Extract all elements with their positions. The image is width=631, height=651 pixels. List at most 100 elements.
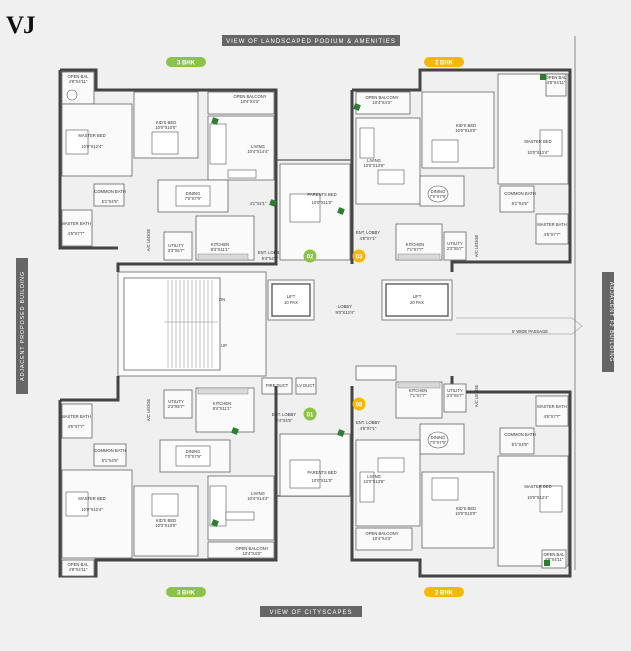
bottom-banner-text: VIEW OF CITYSCAPES	[269, 610, 352, 616]
svg-text:10'4"X4'3": 10'4"X4'3"	[372, 100, 392, 105]
svg-text:DINING: DINING	[186, 191, 201, 196]
svg-text:10'0"X11'0": 10'0"X11'0"	[311, 478, 333, 483]
svg-text:10'0"X10'0": 10'0"X10'0"	[455, 511, 477, 516]
svg-text:UTILITY: UTILITY	[447, 241, 463, 246]
badge-2bhk-bottom	[424, 587, 464, 597]
svg-text:KITCHEN: KITCHEN	[211, 242, 229, 247]
svg-text:OPEN BAL: OPEN BAL	[68, 562, 90, 567]
svg-text:10'0"X10'0": 10'0"X10'0"	[155, 523, 177, 528]
svg-text:COMMON BATH: COMMON BATH	[94, 189, 126, 194]
svg-text:PARENTS BED: PARENTS BED	[307, 470, 336, 475]
svg-text:UTILITY: UTILITY	[168, 399, 184, 404]
svg-text:OPEN BALCONY: OPEN BALCONY	[365, 95, 398, 100]
logo: VJ	[6, 12, 36, 39]
svg-text:02: 02	[307, 255, 314, 261]
svg-text:ENT. LOBBY: ENT. LOBBY	[258, 250, 282, 255]
svg-text:LV DUCT: LV DUCT	[297, 383, 315, 388]
svg-text:LIVING: LIVING	[367, 158, 381, 163]
svg-text:4'8"X4'11": 4'8"X4'11"	[547, 80, 566, 85]
svg-text:5'1"X4'5": 5'1"X4'5"	[512, 201, 529, 206]
svg-text:PARENTS BED: PARENTS BED	[307, 192, 336, 197]
svg-text:KID'S BED: KID'S BED	[156, 518, 176, 523]
svg-text:MASTER BED: MASTER BED	[524, 484, 551, 489]
svg-text:UTILITY: UTILITY	[447, 388, 463, 393]
top-banner-text: VIEW OF LANDSCAPED PODIUM & AMENITIES	[226, 39, 396, 45]
svg-text:4'5"X7'7": 4'5"X7'7"	[544, 414, 561, 419]
svg-text:A/C LEDGE: A/C LEDGE	[146, 399, 151, 422]
svg-text:10'0"X12'4": 10'0"X12'4"	[527, 150, 549, 155]
svg-text:7'0"X7'9": 7'0"X7'9"	[430, 440, 447, 445]
svg-text:KITCHEN: KITCHEN	[409, 388, 427, 393]
svg-text:LIVING: LIVING	[251, 144, 265, 149]
svg-text:10'4"X14'4": 10'4"X14'4"	[247, 149, 269, 154]
svg-text:3'3"X5'7": 3'3"X5'7"	[447, 393, 464, 398]
svg-text:LIVING: LIVING	[251, 491, 265, 496]
svg-text:3 BHK: 3 BHK	[177, 591, 196, 597]
svg-text:4'5"X7'7": 4'5"X7'7"	[68, 424, 85, 429]
svg-text:3'3"X5'7": 3'3"X5'7"	[168, 248, 185, 253]
badge-2bhk-top	[424, 57, 464, 67]
svg-text:COMMON BATH: COMMON BATH	[504, 432, 536, 437]
svg-text:OPEN BALCONY: OPEN BALCONY	[365, 531, 398, 536]
svg-text:9'0"X13'4": 9'0"X13'4"	[335, 310, 355, 315]
svg-text:UTILITY: UTILITY	[168, 243, 184, 248]
unit-2bhk-bottom-right: KITCHEN 7'1"X7'7" UTILITY 3'3"X5'7" A/C …	[355, 365, 569, 569]
svg-text:MASTER BATH: MASTER BATH	[537, 404, 566, 409]
svg-text:UP: UP	[221, 343, 227, 348]
svg-text:4'1"X2'1": 4'1"X2'1"	[250, 201, 267, 206]
svg-text:5'1"X4'5": 5'1"X4'5"	[102, 458, 119, 463]
svg-text:10'0"X13'8": 10'0"X13'8"	[363, 163, 385, 168]
svg-text:OPEN BALCONY: OPEN BALCONY	[235, 546, 268, 551]
svg-text:10'4"X14'4": 10'4"X14'4"	[247, 496, 269, 501]
svg-text:4'5"X7'1": 4'5"X7'1"	[360, 236, 377, 241]
unit-3bhk-bottom-left: MASTER BATH 4'5"X7'7" COMMON BATH 5'1"X4…	[61, 387, 351, 577]
lobby-label: LOBBY	[338, 304, 352, 309]
svg-text:4'5"X7'7": 4'5"X7'7"	[68, 231, 85, 236]
svg-text:ENT. LOBBY: ENT. LOBBY	[356, 420, 380, 425]
svg-text:10'0"X12'4": 10'0"X12'4"	[527, 495, 549, 500]
svg-text:ENT. LOBBY: ENT. LOBBY	[272, 412, 296, 417]
svg-text:DINING: DINING	[431, 435, 446, 440]
svg-text:MASTER BED: MASTER BED	[78, 133, 105, 138]
svg-text:3'3"X5'7": 3'3"X5'7"	[168, 404, 185, 409]
right-banner	[602, 272, 614, 372]
svg-text:LIVING: LIVING	[367, 474, 381, 479]
svg-text:MASTER BED: MASTER BED	[524, 139, 551, 144]
svg-text:OPEN BAL: OPEN BAL	[544, 552, 566, 557]
plant-icons	[211, 74, 550, 566]
svg-text:DINING: DINING	[186, 449, 201, 454]
structure-walls	[58, 68, 572, 578]
svg-text:KID'S BED: KID'S BED	[456, 123, 476, 128]
badge-3bhk-top	[166, 57, 206, 67]
svg-text:KITCHEN: KITCHEN	[406, 242, 424, 247]
svg-text:4'8"X4'11": 4'8"X4'11"	[69, 79, 88, 84]
svg-text:10 PAX: 10 PAX	[284, 300, 298, 305]
left-banner-text: ADJACENT PROPOSED BUILDING	[20, 271, 26, 381]
left-banner	[16, 258, 28, 394]
svg-text:10'4"X4'3": 10'4"X4'3"	[372, 536, 392, 541]
svg-text:LIFT: LIFT	[287, 294, 296, 299]
svg-text:3'3"X5'7": 3'3"X5'7"	[447, 246, 464, 251]
svg-text:MASTER BATH: MASTER BATH	[61, 414, 90, 419]
svg-text:DINING: DINING	[431, 189, 446, 194]
svg-text:MASTER BATH: MASTER BATH	[61, 221, 90, 226]
svg-text:A/C LEDGE: A/C LEDGE	[474, 235, 479, 258]
top-banner	[222, 35, 400, 46]
svg-text:10'0"X12'4": 10'0"X12'4"	[81, 144, 103, 149]
svg-text:9'4"X4'5": 9'4"X4'5"	[276, 418, 293, 423]
svg-text:5'1"X4'5": 5'1"X4'5"	[512, 442, 529, 447]
svg-text:OPEN BAL: OPEN BAL	[68, 74, 90, 79]
svg-text:5' WIDE PASSAGE: 5' WIDE PASSAGE	[512, 329, 548, 334]
svg-text:10'4"X4'3": 10'4"X4'3"	[242, 551, 262, 556]
svg-text:7'1"X7'7": 7'1"X7'7"	[407, 247, 424, 252]
svg-text:KID'S BED: KID'S BED	[456, 506, 476, 511]
unit-markers: 02 03 01 08	[303, 249, 366, 421]
svg-text:10'4"X4'3": 10'4"X4'3"	[240, 99, 260, 104]
right-banner-text: ADJACENT F2 BUILDING	[608, 282, 614, 362]
svg-text:10'0"X10'0": 10'0"X10'0"	[155, 125, 177, 130]
badge-3bhk-bottom	[166, 587, 206, 597]
unit-2bhk-top-right: OPEN BALCONY 10'4"X4'3" LIVING 10'0"X13'…	[355, 73, 569, 261]
svg-text:A/C LEDGE: A/C LEDGE	[146, 229, 151, 252]
